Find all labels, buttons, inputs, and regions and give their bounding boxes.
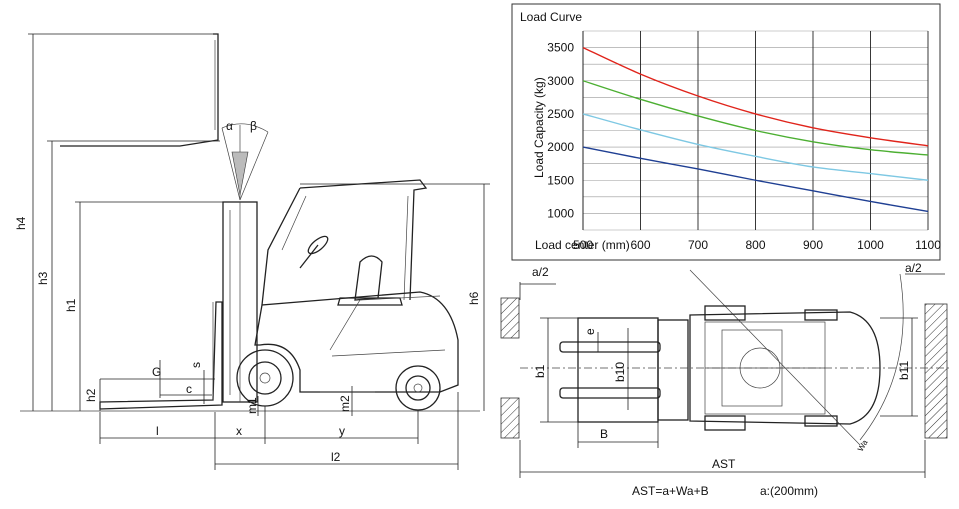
label-B: B <box>600 427 608 441</box>
y-tick-label: 1500 <box>547 173 574 187</box>
label-AST: AST <box>712 457 736 471</box>
label-beta: β <box>250 119 257 133</box>
label-b1: b1 <box>533 364 547 378</box>
steering-column <box>299 244 319 269</box>
overhead-guard <box>299 179 428 301</box>
right-wall <box>924 303 948 439</box>
side-view: h4 h3 h1 h2 h6 α β G s c m1 m2 l x y l2 <box>14 33 490 470</box>
left-pallet-block-bottom <box>500 397 520 439</box>
x-tick-label: 1000 <box>857 238 884 252</box>
fork-top <box>559 341 661 353</box>
chart-series <box>582 46 929 213</box>
wheel-top-right <box>804 309 838 321</box>
ast-note: a:(200mm) <box>760 484 818 498</box>
label-l: l <box>156 424 159 438</box>
y-tick-label: 2500 <box>547 107 574 121</box>
seat <box>354 255 383 301</box>
label-h6: h6 <box>467 291 481 305</box>
wheel-bottom-right <box>804 415 838 427</box>
x-tick-label: 500 <box>573 238 593 252</box>
left-pallet-block-top <box>500 297 520 339</box>
raised-fork <box>60 33 219 147</box>
label-alpha: α <box>226 119 233 133</box>
label-y: y <box>339 424 345 438</box>
fork-bottom <box>559 387 661 399</box>
chassis <box>254 291 459 393</box>
label-s: s <box>189 362 203 368</box>
turning-arc <box>859 273 904 441</box>
label-a2-right: a/2 <box>905 261 922 275</box>
x-tick-label: 900 <box>803 238 823 252</box>
top-view: a/2 a/2 b1 b10 e b11 <box>500 261 950 498</box>
label-m1: m1 <box>245 397 259 414</box>
label-G: G <box>152 365 161 379</box>
chart-y-ticks: 3500 3000 2500 2000 1500 1000 <box>547 41 574 221</box>
label-h2: h2 <box>84 388 98 402</box>
label-c: c <box>186 382 192 396</box>
label-m2: m2 <box>338 395 352 412</box>
rear-wheel <box>395 365 441 411</box>
label-b11: b11 <box>897 361 911 380</box>
chart-title: Load Curve <box>520 10 582 24</box>
y-tick-label: 1000 <box>547 206 574 220</box>
y-tick-label: 3000 <box>547 74 574 88</box>
wheel-bottom-left <box>704 415 746 431</box>
carriage <box>657 319 689 421</box>
series-line-3 <box>582 113 929 181</box>
y-tick-label: 3500 <box>547 41 574 55</box>
x-tick-label: 700 <box>688 238 708 252</box>
label-a2-left: a/2 <box>532 265 549 279</box>
chart-ylabel: Load Capacity (kg) <box>532 77 546 178</box>
label-e: e <box>583 328 597 335</box>
chart-x-ticks: 500 600 700 800 900 1000 1100 <box>573 238 941 252</box>
chart-frame <box>511 3 941 261</box>
ast-formula: AST=a+Wa+B <box>632 484 709 498</box>
x-tick-label: 1100 <box>915 238 941 252</box>
label-wa: Wa <box>856 438 870 453</box>
tilt-line-beta <box>239 131 269 201</box>
label-h3: h3 <box>36 271 50 285</box>
wheel-top-left <box>704 305 746 321</box>
series-line-4 <box>582 146 929 213</box>
chart-xlabel: Load center (mm) <box>535 238 630 252</box>
label-x: x <box>236 424 242 438</box>
x-tick-label: 600 <box>630 238 650 252</box>
label-b10: b10 <box>613 362 627 382</box>
label-h4: h4 <box>14 216 28 230</box>
x-tick-label: 800 <box>745 238 765 252</box>
load-curve-chart: Load Curve Load Capacity (kg) Load cente… <box>511 3 941 261</box>
series-line-2 <box>582 80 929 156</box>
tilt-line-alpha <box>221 127 241 201</box>
series-line-1 <box>582 46 929 147</box>
y-tick-label: 2000 <box>547 140 574 154</box>
label-h1: h1 <box>64 298 78 312</box>
label-l2: l2 <box>331 450 341 464</box>
